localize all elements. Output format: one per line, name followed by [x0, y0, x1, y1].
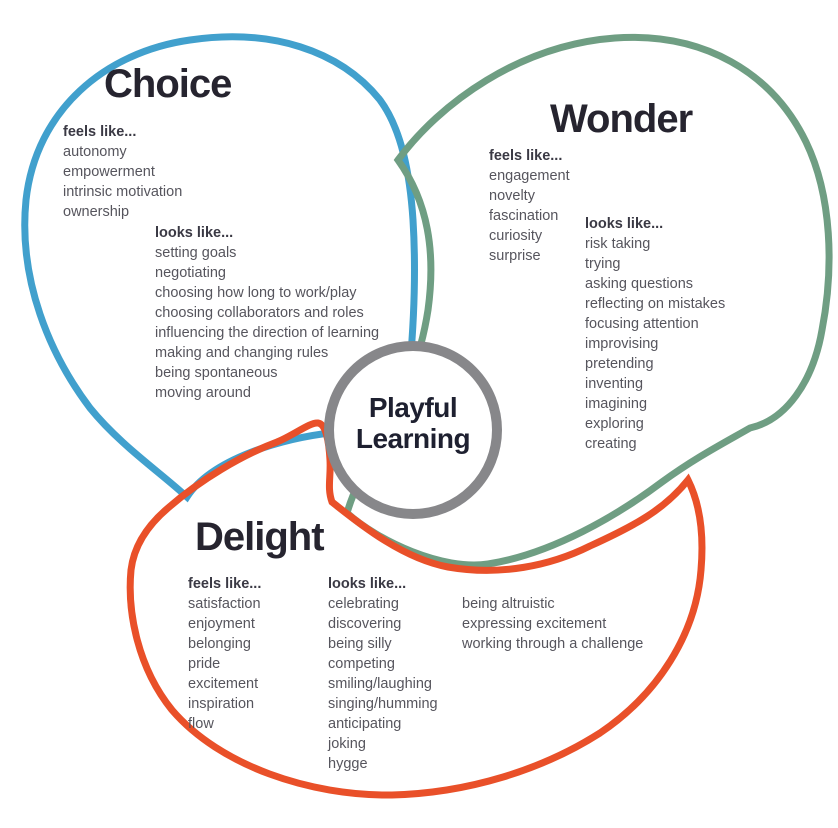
list-item: autonomy	[63, 144, 127, 160]
list-item: making and changing rules	[155, 345, 329, 361]
list-item: empowerment	[63, 164, 155, 180]
list-item: trying	[585, 256, 621, 272]
delight-feels-label: feels like...	[188, 576, 262, 592]
list-item: being spontaneous	[155, 365, 278, 381]
list-item: curiosity	[489, 228, 543, 244]
list-item: surprise	[489, 248, 541, 264]
list-item: singing/humming	[328, 696, 438, 712]
list-item: novelty	[489, 188, 535, 204]
list-item: engagement	[489, 168, 570, 184]
list-item: pretending	[585, 356, 654, 372]
center-label: Playful Learning	[323, 392, 503, 454]
list-item: moving around	[155, 385, 251, 401]
list-item: inventing	[585, 376, 644, 392]
list-item: imagining	[585, 396, 648, 412]
wonder-feels-label: feels like...	[489, 148, 563, 164]
list-item: being altruistic	[462, 596, 555, 612]
wonder-looks-label: looks like...	[585, 216, 664, 232]
wonder-feels-items: engagement novelty fascination curiosity sur…	[489, 166, 570, 266]
list-item: ownership	[63, 204, 130, 220]
list-item: enjoyment	[188, 616, 255, 632]
wonder-feels-list: feels like... engagement novelty fascinati…	[489, 146, 570, 266]
list-item: discovering	[328, 616, 402, 632]
delight-feels-list: feels like... satisfaction enjoyment belon…	[188, 574, 261, 734]
list-item: working through a challenge	[462, 636, 644, 652]
list-item: focusing attention	[585, 316, 699, 332]
list-item: flow	[188, 716, 214, 732]
delight-looks-extra-items: being altruistic expressing excitement wor…	[462, 594, 643, 654]
list-item: risk taking	[585, 236, 651, 252]
delight-title: Delight	[195, 515, 325, 559]
list-item: improvising	[585, 336, 659, 352]
list-item: negotiating	[155, 265, 226, 281]
delight-feels-items: satisfaction enjoyment belonging pride excit…	[188, 594, 261, 734]
list-item: setting goals	[155, 245, 237, 261]
choice-looks-list: looks like... setting goals negotiating ch…	[155, 223, 379, 403]
list-item: hygge	[328, 756, 368, 772]
list-item: inspiration	[188, 696, 255, 712]
center-label-line2: Learning	[355, 423, 471, 454]
list-item: anticipating	[328, 716, 402, 732]
delight-looks-label: looks like...	[328, 576, 407, 592]
list-item: expressing excitement	[462, 616, 607, 632]
delight-looks-items: celebrating discovering being silly competi…	[328, 594, 438, 774]
list-item: being silly	[328, 636, 392, 652]
list-item: asking questions	[585, 276, 694, 292]
list-item: pride	[188, 656, 221, 672]
list-item: choosing collaborators and roles	[155, 305, 364, 321]
list-item: influencing the direction of learning	[155, 325, 380, 341]
delight-looks-list: looks like... celebrating discovering bein…	[328, 574, 438, 774]
wonder-title: Wonder	[550, 97, 693, 141]
list-item: creating	[585, 436, 637, 452]
list-item: belonging	[188, 636, 251, 652]
playful-learning-circle	[324, 341, 502, 519]
choice-feels-list: feels like... autonomy empowerment intrins…	[63, 122, 182, 222]
delight-petal-outline	[126, 419, 706, 799]
list-item: choosing how long to work/play	[155, 285, 357, 301]
list-item: exploring	[585, 416, 644, 432]
choice-title: Choice	[104, 62, 232, 106]
list-item: celebrating	[328, 596, 399, 612]
choice-looks-label: looks like...	[155, 225, 234, 241]
choice-looks-items: setting goals negotiating choosing how lon…	[155, 243, 379, 403]
list-item: fascination	[489, 208, 559, 224]
wonder-looks-items: risk taking trying asking questions reflect…	[585, 234, 725, 454]
list-item: satisfaction	[188, 596, 261, 612]
list-item: joking	[328, 736, 366, 752]
center-label-line1: Playful	[368, 392, 458, 423]
delight-looks-extra-list: being altruistic expressing excitement wor…	[462, 594, 643, 654]
list-item: smiling/laughing	[328, 676, 432, 692]
list-item: reflecting on mistakes	[585, 296, 726, 312]
choice-feels-items: autonomy empowerment intrinsic motivation o…	[63, 142, 182, 222]
list-item: competing	[328, 656, 395, 672]
list-item: intrinsic motivation	[63, 184, 183, 200]
list-item: excitement	[188, 676, 259, 692]
choice-feels-label: feels like...	[63, 124, 137, 140]
wonder-looks-list: looks like... risk taking trying asking qu…	[585, 214, 725, 454]
